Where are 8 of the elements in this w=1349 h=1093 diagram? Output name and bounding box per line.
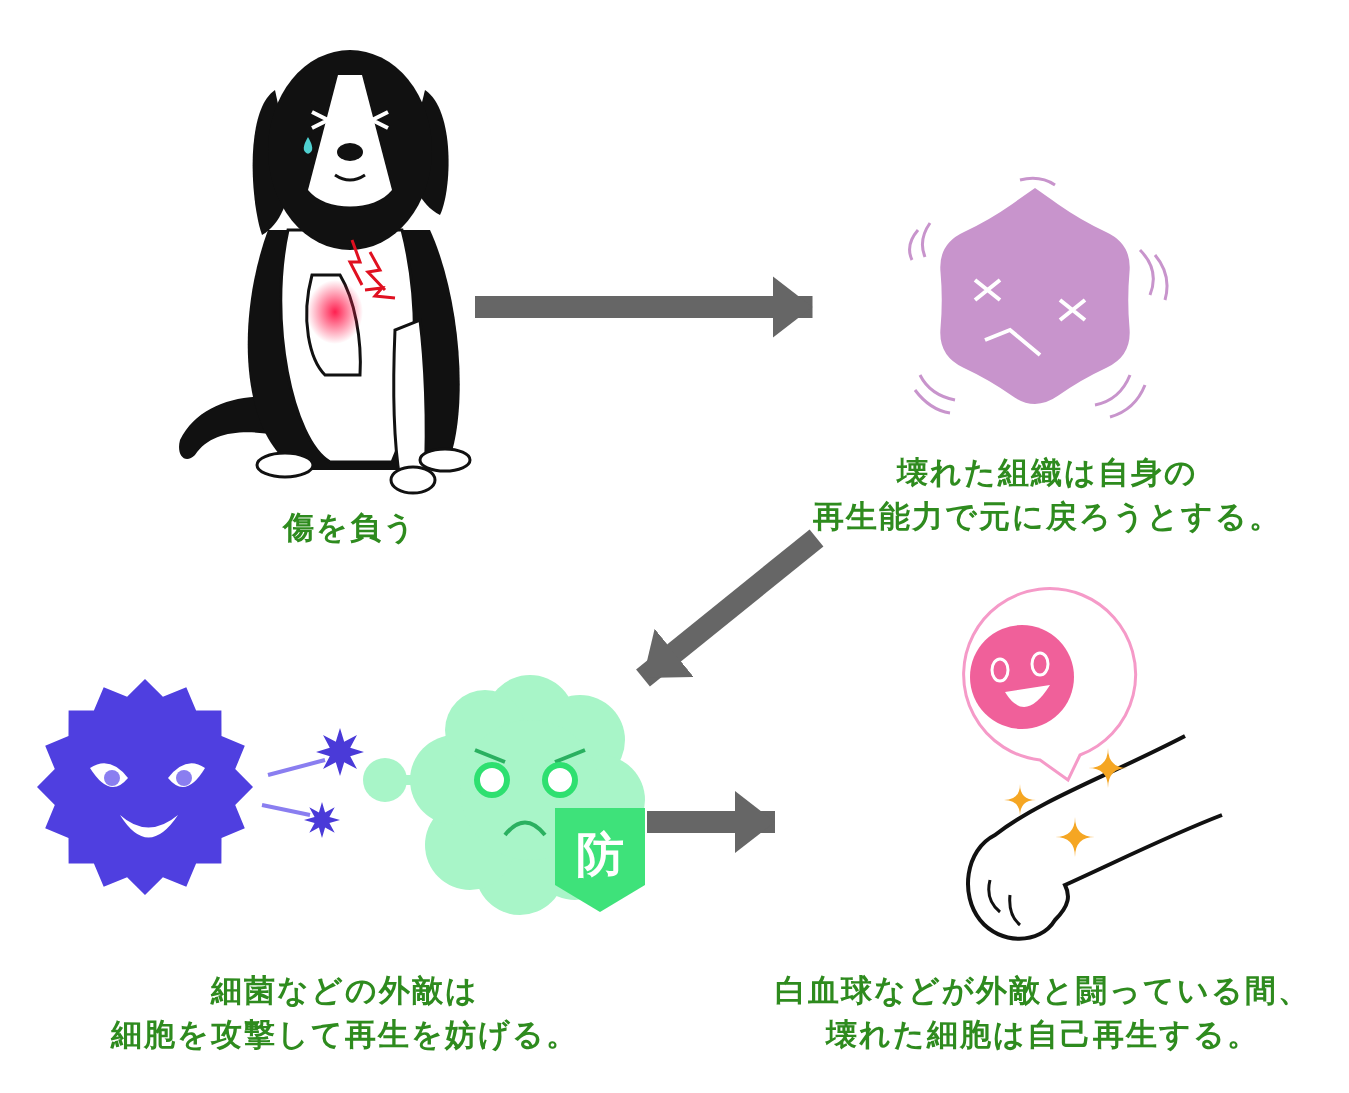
arrow [636, 529, 824, 687]
node-label: 傷を負う [283, 508, 417, 547]
arrow [475, 276, 813, 338]
arrow [647, 791, 775, 853]
badge-text: 防 [576, 826, 624, 882]
node-label: 白血球などが外敵と闘っている間、壊れた細胞は自己再生する。 [775, 971, 1311, 1054]
node-label: 細菌などの外敵は細胞を攻撃して再生を妨げる。 [111, 971, 579, 1054]
node-label: 壊れた組織は自身の再生能力で元に戻ろうとする。 [812, 453, 1282, 536]
